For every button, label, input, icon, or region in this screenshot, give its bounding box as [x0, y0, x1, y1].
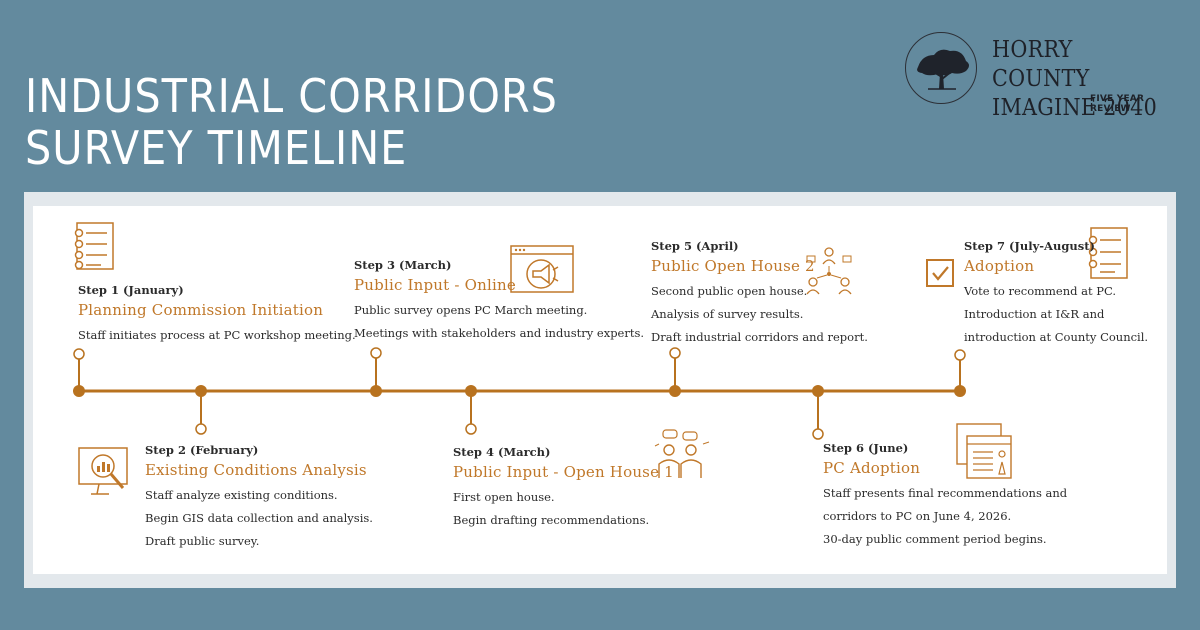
step-detail: corridors to PC on June 4, 2026. [823, 509, 1012, 523]
step-label: Step 4 (March) [453, 445, 551, 459]
step-6-marker [812, 385, 824, 397]
step-2: Step 2 (February) Existing Conditions An… [145, 443, 373, 553]
online-megaphone-icon [510, 245, 574, 293]
step-title: Public Input - Open House 1 [453, 463, 674, 481]
tree-emblem-icon [905, 32, 977, 104]
step-detail: 30-day public comment period begins. [823, 532, 1047, 546]
logo-line-1: HORRY COUNTY [992, 37, 1090, 92]
discussion-icon [654, 429, 710, 478]
step-1: Step 1 (January) Planning Commission Ini… [78, 283, 356, 347]
step-5: Step 5 (April) Public Open House 2 Secon… [651, 239, 868, 349]
step-detail: Analysis of survey results. [651, 307, 804, 321]
step-4-marker [465, 385, 477, 397]
checkbox-icon [926, 259, 954, 287]
step-detail: Staff analyze existing conditions. [145, 488, 338, 502]
step-3: Step 3 (March) Public Input - Online Pub… [354, 258, 644, 345]
step-title: Planning Commission Initiation [78, 301, 324, 319]
step-detail: Meetings with stakeholders and industry … [354, 326, 645, 340]
horry-county-logo: HORRY COUNTY IMAGINE 2040 FIVE YEAR REVI… [905, 32, 1175, 121]
step-detail: Draft public survey. [145, 534, 260, 548]
step-1-marker [73, 385, 85, 397]
step-4: Step 4 (March) Public Input - Open House… [453, 445, 674, 532]
step-detail: Second public open house. [651, 284, 808, 298]
step-3-marker [370, 385, 382, 397]
step-6: Step 6 (June) PC Adoption Staff presents… [823, 441, 1067, 551]
step-label: Step 1 (January) [78, 283, 184, 297]
step-label: Step 7 (July-August) [964, 239, 1095, 253]
step-detail: Begin drafting recommendations. [453, 513, 650, 527]
step-title: Public Input - Online [354, 276, 516, 294]
step-detail: Begin GIS data collection and analysis. [145, 511, 373, 525]
step-title: Existing Conditions Analysis [145, 461, 367, 479]
step-detail: Staff presents final recommendations and [823, 486, 1068, 500]
step-7-marker [954, 385, 966, 397]
step-detail: Vote to recommend at PC. [964, 284, 1117, 298]
step-7: Step 7 (July-August) Adoption Vote to re… [964, 239, 1148, 349]
logo-subtitle: FIVE YEAR REVIEW [1090, 94, 1145, 114]
step-label: Step 3 (March) [354, 258, 452, 272]
checklist-icon-2 [1088, 227, 1128, 279]
checklist-icon [74, 222, 114, 270]
network-people-icon [806, 247, 852, 295]
step-detail: Draft industrial corridors and report. [651, 330, 868, 344]
documents-icon [956, 423, 1012, 479]
step-title: Adoption [964, 257, 1035, 275]
step-detail: Staff initiates process at PC workshop m… [78, 328, 356, 342]
step-detail: introduction at County Council. [964, 330, 1149, 344]
step-detail: First open house. [453, 490, 555, 504]
timeline-track [73, 347, 966, 440]
page-title: INDUSTRIAL CORRIDORS SURVEY TIMELINE [25, 70, 558, 174]
title-line-2: SURVEY TIMELINE [25, 121, 408, 175]
title-line-1: INDUSTRIAL CORRIDORS [25, 69, 558, 123]
logo-wordmark: HORRY COUNTY IMAGINE 2040 [992, 36, 1175, 123]
step-5-marker [669, 385, 681, 397]
step-label: Step 6 (June) [823, 441, 909, 455]
step-label: Step 2 (February) [145, 443, 259, 457]
step-label: Step 5 (April) [651, 239, 739, 253]
step-title: PC Adoption [823, 459, 921, 477]
step-detail: Public survey opens PC March meeting. [354, 303, 588, 317]
step-detail: Introduction at I&R and [964, 307, 1105, 321]
step-title: Public Open House 2 [651, 257, 815, 275]
step-2-marker [195, 385, 207, 397]
logo-line-2: IMAGINE 2040 [992, 95, 1158, 121]
analytics-icon [78, 447, 128, 495]
timeline-panel: Step 1 (January) Planning Commission Ini… [33, 206, 1167, 574]
